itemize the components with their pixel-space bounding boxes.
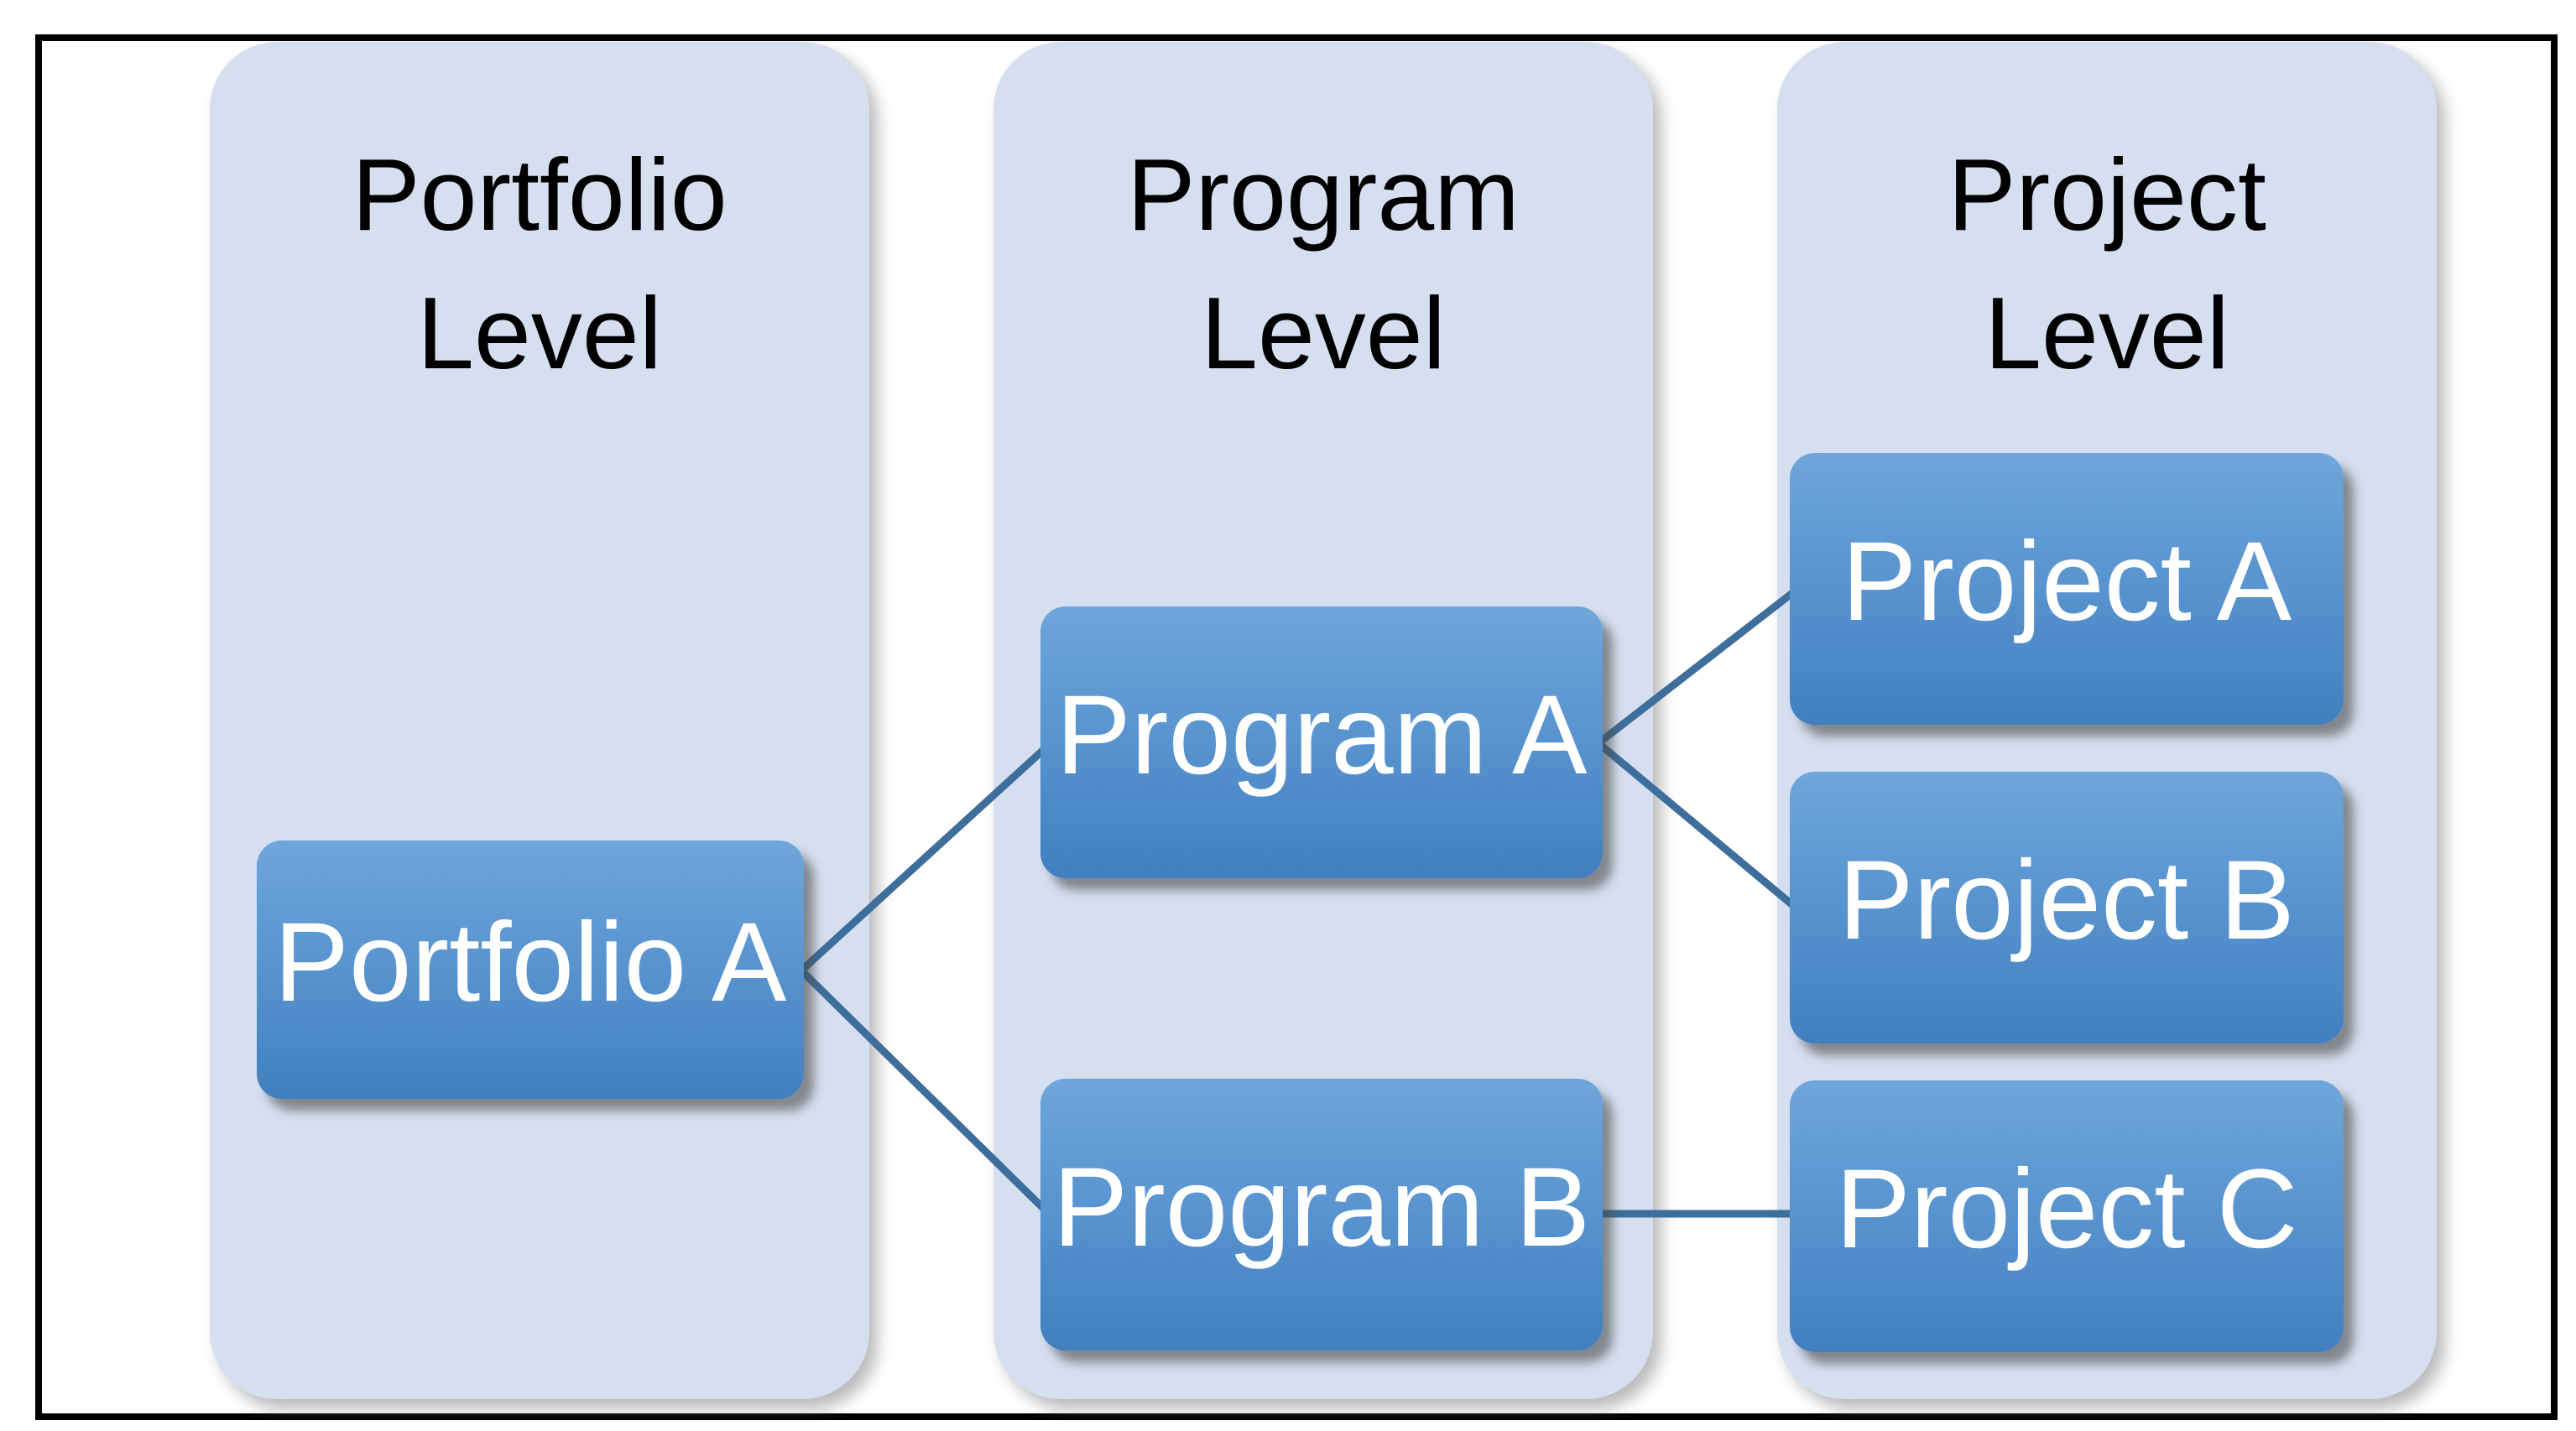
node-project-a: Project A xyxy=(1790,453,2344,725)
column-title-line: Level xyxy=(417,276,662,390)
node-project-b: Project B xyxy=(1790,772,2344,1043)
column-title-line: Portfolio xyxy=(352,138,727,252)
node-label: Project C xyxy=(1835,1146,2298,1272)
column-title-portfolio: Portfolio Level xyxy=(210,126,869,403)
edge-program-a-to-project-a xyxy=(1596,587,1798,747)
node-label: Program A xyxy=(1056,672,1588,798)
node-project-c: Project C xyxy=(1790,1080,2344,1352)
column-portfolio-level: Portfolio Level xyxy=(210,42,869,1399)
column-title-line: Level xyxy=(1201,276,1446,390)
column-title-line: Program xyxy=(1127,138,1520,252)
node-program-b: Program B xyxy=(1040,1079,1603,1350)
node-label: Program B xyxy=(1052,1144,1591,1270)
edge-portfolio-a-to-program-a xyxy=(798,742,1052,974)
node-label: Portfolio A xyxy=(274,899,787,1025)
outer-border xyxy=(35,34,2558,1420)
column-title-project: Project Level xyxy=(1777,126,2437,403)
node-portfolio-a: Portfolio A xyxy=(257,840,804,1099)
node-label: Project B xyxy=(1838,837,2295,963)
column-title-line: Project xyxy=(1948,138,2266,252)
node-label: Project A xyxy=(1841,518,2292,644)
node-program-a: Program A xyxy=(1040,606,1603,878)
column-title-program: Program Level xyxy=(993,126,1653,403)
edge-portfolio-a-to-program-b xyxy=(798,967,1052,1217)
edge-program-a-to-project-b xyxy=(1596,740,1798,911)
column-title-line: Level xyxy=(1984,276,2229,390)
